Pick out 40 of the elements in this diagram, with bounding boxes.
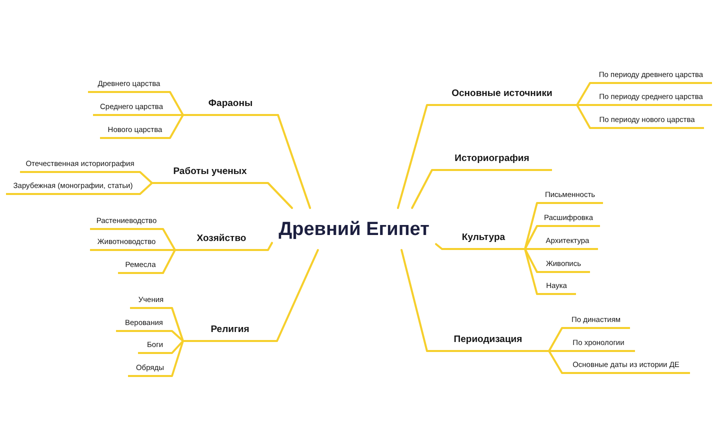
branch-line	[548, 350, 563, 374]
branch-line	[171, 330, 184, 342]
branch-line	[169, 91, 184, 116]
main-topic: Периодизация	[427, 332, 549, 352]
branch-line	[524, 225, 538, 250]
branch-line	[548, 350, 563, 352]
branch-line	[524, 248, 538, 250]
branch-line	[576, 104, 591, 129]
main-topic: Историография	[432, 151, 552, 171]
branch-line	[524, 202, 538, 250]
branch-line	[139, 182, 153, 195]
branch-line	[524, 248, 538, 273]
branch-line	[524, 248, 538, 295]
branch-line	[396, 104, 428, 209]
branch-line	[171, 340, 184, 377]
branch-line	[277, 114, 312, 209]
branch-line	[169, 114, 184, 139]
branch-line	[162, 228, 176, 251]
branch-line	[267, 182, 293, 209]
branch-line	[411, 169, 433, 209]
branch-line	[548, 327, 563, 352]
main-topic: Фараоны	[183, 96, 278, 116]
branch-line	[171, 340, 184, 354]
branch-line	[171, 307, 184, 342]
main-topic: Религия	[183, 322, 277, 342]
branch-line	[435, 243, 443, 250]
main-topic: Работы ученых	[152, 164, 268, 184]
branch-line	[267, 242, 273, 251]
central-topic: Древний Египет	[272, 208, 436, 250]
branch-line	[139, 171, 153, 184]
branch-line	[576, 104, 591, 106]
branch-line	[576, 82, 591, 106]
branch-line	[162, 249, 176, 251]
main-topic: Основные источники	[427, 86, 577, 106]
main-topic: Хозяйство	[175, 231, 268, 251]
branch-line	[276, 249, 319, 342]
branch-line	[169, 114, 184, 116]
branch-line	[162, 249, 176, 274]
main-topic: Культура	[442, 230, 525, 250]
branch-line	[400, 249, 428, 352]
